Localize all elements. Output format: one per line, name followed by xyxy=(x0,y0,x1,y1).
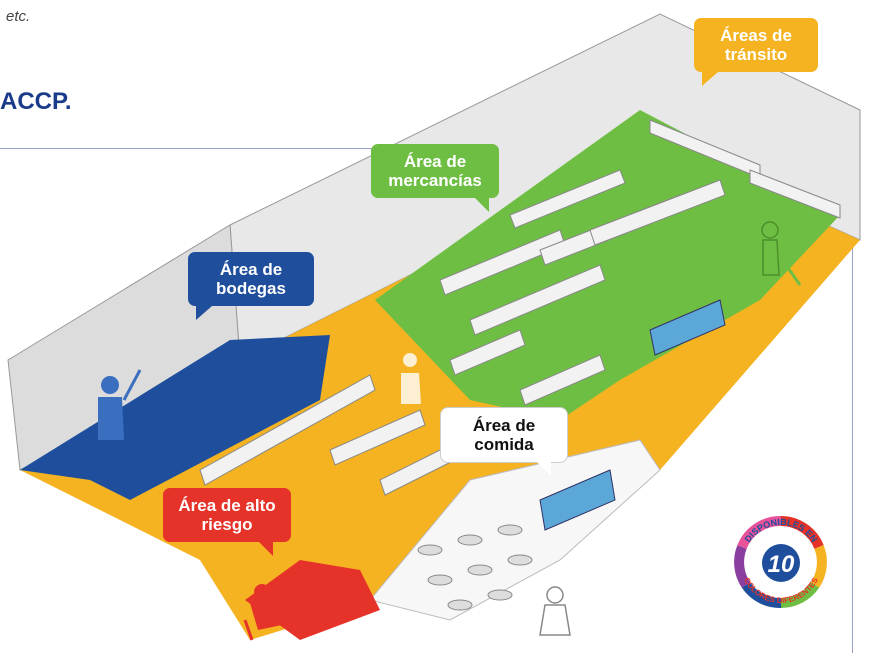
callout-food-label: Área de comida xyxy=(472,416,536,454)
callout-transit-label: Áreas de tránsito xyxy=(720,26,792,64)
callout-warehouse-label: Área de bodegas xyxy=(216,260,286,298)
ten-colors-badge: DISPONIBLES EN 10 COLORES DIFERENTES xyxy=(734,515,827,609)
callout-food-area: Área de comida xyxy=(441,408,567,476)
callout-high-risk-label: Área de alto riesgo xyxy=(178,496,276,534)
service-counter xyxy=(539,469,616,531)
cleaner-figure-red xyxy=(243,584,282,641)
panel-border-right xyxy=(852,148,853,653)
callout-warehouse-area: Área de bodegas xyxy=(188,252,314,320)
shelves xyxy=(199,119,841,496)
warehouse-floor xyxy=(20,335,330,500)
food-tables xyxy=(417,524,533,611)
callout-transit-areas: Áreas de tránsito xyxy=(694,18,818,86)
merchandise-counter xyxy=(649,299,726,356)
callout-merchandise-area: Área de mercancías xyxy=(371,144,499,212)
color-ring xyxy=(734,515,827,609)
cleaner-figure-green xyxy=(761,221,802,286)
cleaner-figure-white xyxy=(539,586,571,636)
intro-text: etc. xyxy=(6,8,31,25)
badge-number: 10 xyxy=(768,551,795,578)
callout-high-risk-area: Área de alto riesgo xyxy=(163,488,291,556)
section-heading: ACCP. xyxy=(0,88,72,115)
cleaner-figure-blue xyxy=(98,369,142,440)
cleaner-figure-orange xyxy=(399,351,424,406)
callout-merchandise-label: Área de mercancías xyxy=(388,152,482,190)
